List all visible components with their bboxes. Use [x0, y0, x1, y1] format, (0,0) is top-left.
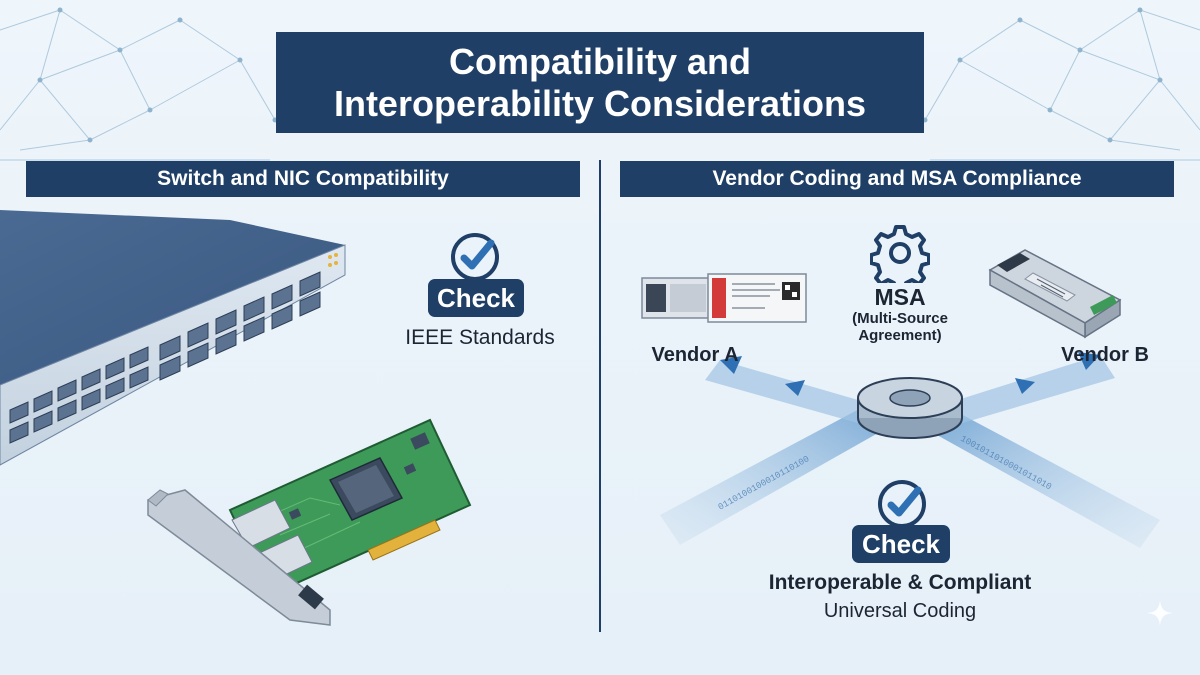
vendor-a-label: Vendor A	[651, 344, 739, 366]
title-line-2: Interoperability Considerations	[333, 82, 867, 124]
msa-subtitle: (Multi-Source Agreement)	[820, 310, 980, 344]
check-circle-icon-right	[878, 480, 926, 528]
msa-title: MSA	[874, 284, 926, 310]
data-stream-arrows: 0110100100010110100 1001011010001011010	[660, 352, 1160, 548]
vendor-b-label: Vendor B	[1061, 344, 1149, 366]
msa-subtitle-line-2: Agreement)	[858, 327, 942, 344]
gear-icon	[870, 225, 930, 283]
nic-card-illustration	[147, 418, 472, 626]
check-badge-left: Check	[428, 279, 524, 317]
check-badge-right: Check	[852, 525, 950, 563]
sfp-transceiver-vendor-b	[988, 249, 1122, 339]
interoperable-compliant-label: Interoperable & Compliant	[768, 571, 1032, 594]
sfp-transceiver-vendor-a	[641, 273, 807, 323]
network-pattern-left	[0, 7, 278, 161]
left-section-heading: Switch and NIC Compatibility	[26, 161, 580, 197]
network-pattern-right	[922, 7, 1200, 161]
universal-coding-label: Universal Coding	[823, 600, 977, 622]
main-title: Compatibility and Interoperability Consi…	[276, 32, 924, 133]
check-circle-icon-left	[451, 233, 499, 281]
network-switch-illustration	[0, 210, 346, 466]
sparkle-icon	[1147, 600, 1173, 626]
title-line-1: Compatibility and	[448, 40, 751, 82]
right-section-heading: Vendor Coding and MSA Compliance	[620, 161, 1174, 197]
msa-subtitle-line-1: (Multi-Source	[852, 310, 948, 327]
section-divider	[599, 160, 601, 632]
ieee-standards-label: IEEE Standards	[405, 326, 555, 349]
